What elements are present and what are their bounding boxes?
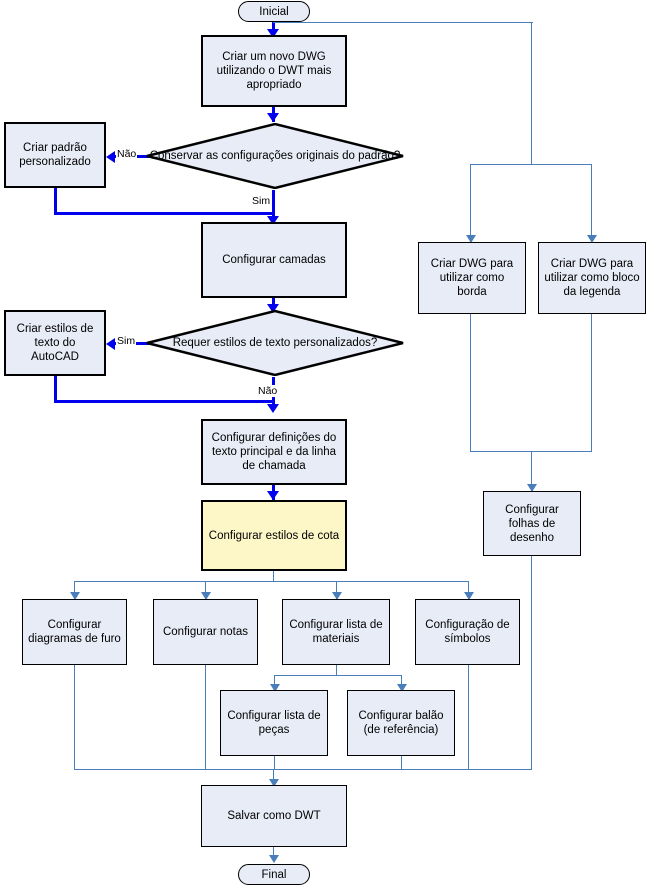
edge-right-column-down <box>531 22 533 165</box>
edge-label-requer-nao: Não <box>257 385 279 397</box>
arrow-to-balao <box>397 684 407 692</box>
node-dwg-legenda-label: Criar DWG para utilizar como bloco da le… <box>544 258 640 298</box>
edge-merge-to-salvar <box>273 769 275 785</box>
arrow-decision1-nao <box>106 151 115 163</box>
edge-fanout-simbolos <box>468 581 470 599</box>
node-notas[interactable]: Configurar notas <box>153 599 258 665</box>
node-folhas-desenho[interactable]: Configurar folhas de desenho <box>483 491 581 556</box>
node-diagramas-furo-label: Configurar diagramas de furo <box>28 619 121 645</box>
node-simbolos-label: Configuração de símbolos <box>425 619 510 645</box>
node-criar-estilos-texto-label: Criar estilos de texto do AutoCAD <box>16 323 94 363</box>
edge-cota-down <box>273 570 275 582</box>
arrow-to-dwg-borda <box>466 235 476 243</box>
node-notas-label: Configurar notas <box>162 626 249 638</box>
edge-notas-down <box>205 665 207 770</box>
edge-criar-padrao-right <box>54 212 274 215</box>
terminator-inicial[interactable]: Inicial <box>238 1 310 22</box>
edge-folhas-down <box>531 556 533 770</box>
node-balao[interactable]: Configurar balão (de referência) <box>347 690 455 756</box>
decision-requer-estilos[interactable]: Requer estilos de texto personalizados? <box>146 310 404 376</box>
arrow-to-lista-pecas <box>270 684 280 692</box>
node-configurar-camadas-label: Configurar camadas <box>222 254 326 266</box>
edge-fanout-furo <box>74 581 76 599</box>
node-configurar-definicoes-label: Configurar definições do texto principal… <box>211 432 337 472</box>
edge-materiais-split-bar <box>274 675 402 677</box>
node-criar-dwg[interactable]: Criar um novo DWG utilizando o DWT mais … <box>201 35 347 107</box>
edge-to-lista-pecas <box>274 675 276 690</box>
arrow-into-configurar-definicoes <box>267 404 279 413</box>
edge-label-requer-sim: Sim <box>116 335 137 347</box>
edge-right-split-bar <box>470 164 592 166</box>
edge-label-conservar-sim: Sim <box>251 195 272 207</box>
edge-simbolos-down <box>468 665 470 770</box>
edge-furo-down <box>74 665 76 770</box>
arrow-into-configurar-camadas <box>267 216 279 225</box>
edge-to-balao <box>401 675 403 690</box>
node-lista-pecas-label: Configurar lista de peças <box>227 710 321 736</box>
node-criar-dwg-label: Criar um novo DWG utilizando o DWT mais … <box>216 51 332 91</box>
arrow-decision2-sim <box>106 338 115 350</box>
node-folhas-desenho-label: Configurar folhas de desenho <box>505 503 559 544</box>
edge-to-dwg-legenda <box>591 164 593 242</box>
edge-salvar-to-final <box>273 847 275 861</box>
node-lista-pecas[interactable]: Configurar lista de peças <box>220 690 328 756</box>
node-configurar-definicoes[interactable]: Configurar definições do texto principal… <box>201 419 347 485</box>
edge-to-dwg-borda <box>470 164 472 242</box>
terminator-final-label: Final <box>261 868 287 881</box>
edge-fanout-notas <box>205 581 207 599</box>
arrow-criar-dwg-to-decision1 <box>267 113 279 122</box>
decision-conservar-config[interactable]: Conservar as configurações originais do … <box>146 123 404 189</box>
decision-requer-shape <box>146 310 404 376</box>
node-dwg-borda-label: Criar DWG para utilizar como borda <box>430 258 514 298</box>
edge-label-conservar-nao: Não <box>116 148 138 160</box>
edge-bottom-merge-bar <box>74 769 532 771</box>
edge-criar-estilos-down <box>54 375 57 402</box>
edge-lista-pecas-down <box>274 756 276 770</box>
node-criar-padrao[interactable]: Criar padrão personalizado <box>4 122 106 188</box>
arrow-definicoes-to-cota <box>267 491 279 500</box>
node-criar-padrao-label: Criar padrão personalizado <box>19 142 91 168</box>
node-lista-materiais-label: Configurar lista de materiais <box>289 619 383 645</box>
edge-criar-estilos-right <box>54 400 274 403</box>
decision-conservar-shape <box>146 123 404 189</box>
edge-dwg-borda-down <box>470 314 472 452</box>
edge-top-right-branch <box>273 22 533 24</box>
node-estilos-cota[interactable]: Configurar estilos de cota <box>201 500 347 571</box>
node-diagramas-furo[interactable]: Configurar diagramas de furo <box>22 599 127 665</box>
arrow-merge-to-salvar <box>269 779 279 787</box>
node-dwg-borda[interactable]: Criar DWG para utilizar como borda <box>418 242 526 314</box>
edge-materiais-down <box>336 665 338 676</box>
terminator-final[interactable]: Final <box>238 864 310 885</box>
node-salvar-dwt[interactable]: Salvar como DWT <box>201 785 347 847</box>
arrow-camadas-to-decision2 <box>267 304 279 313</box>
node-dwg-legenda[interactable]: Criar DWG para utilizar como bloco da le… <box>538 242 646 314</box>
arrow-fanout-simbolos <box>464 592 474 600</box>
node-lista-materiais[interactable]: Configurar lista de materiais <box>282 599 390 665</box>
terminator-inicial-label: Inicial <box>259 5 289 18</box>
node-salvar-dwt-label: Salvar como DWT <box>227 810 321 822</box>
arrow-fanout-notas <box>201 592 211 600</box>
edge-balao-down <box>401 756 403 770</box>
edge-criar-padrao-down <box>54 188 57 215</box>
arrow-fanout-materiais <box>332 592 342 600</box>
node-configurar-camadas[interactable]: Configurar camadas <box>201 222 347 298</box>
edge-start-to-criar-dwg <box>272 21 275 35</box>
arrow-to-dwg-legenda <box>587 235 597 243</box>
node-estilos-cota-label: Configurar estilos de cota <box>208 529 340 542</box>
arrow-start-to-criar-dwg <box>267 29 279 38</box>
node-criar-estilos-texto[interactable]: Criar estilos de texto do AutoCAD <box>4 310 106 376</box>
edge-fanout-bar <box>74 581 469 583</box>
node-balao-label: Configurar balão (de referência) <box>358 710 444 736</box>
arrow-fanout-furo <box>70 592 80 600</box>
node-simbolos[interactable]: Configuração de símbolos <box>415 599 520 665</box>
edge-fanout-materiais <box>336 581 338 599</box>
edge-merge-to-folhas <box>531 451 533 491</box>
arrow-salvar-to-final <box>269 855 279 863</box>
edge-dwg-legenda-down <box>591 314 593 452</box>
arrow-merge-to-folhas <box>527 484 537 492</box>
edge-decision1-sim-down <box>272 190 275 222</box>
